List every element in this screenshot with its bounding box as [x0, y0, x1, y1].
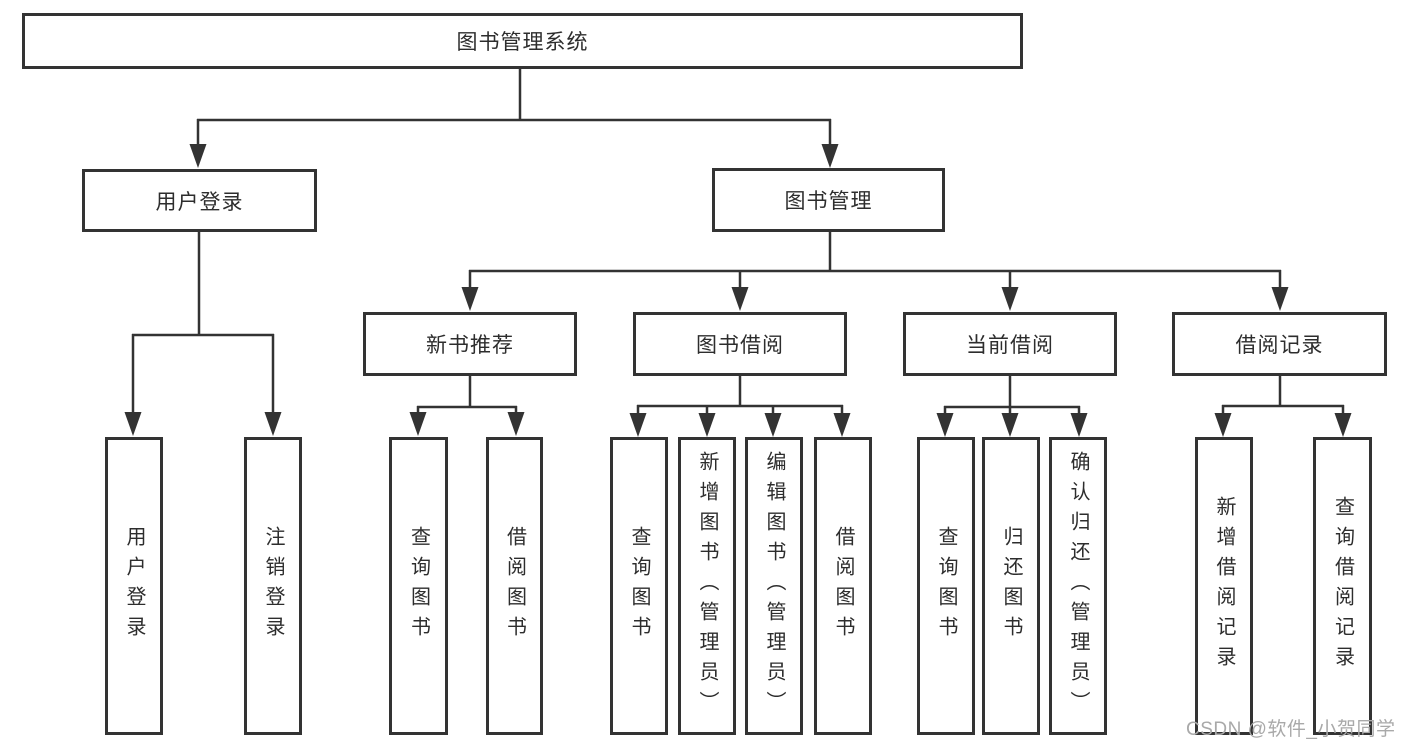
node-root: 图书管理系统	[22, 13, 1023, 69]
connector-root	[189, 67, 839, 168]
node-leaf-query-book-2: 查询图书	[610, 437, 668, 735]
connector-current-borrow	[936, 376, 1088, 437]
node-leaf-return-book-label: 归还图书	[1000, 526, 1022, 646]
node-current-borrow-label: 当前借阅	[966, 334, 1054, 357]
node-leaf-edit-book-admin: 编辑图书（管理员）	[745, 437, 803, 735]
node-leaf-user-login-label: 用户登录	[123, 526, 145, 646]
node-leaf-confirm-return-admin-label: 确认归还（管理员）	[1067, 451, 1089, 721]
node-leaf-borrow-book-1-label: 借阅图书	[503, 526, 526, 646]
connector-book-management	[461, 231, 1289, 311]
connector-borrow-records	[1214, 374, 1352, 437]
node-leaf-edit-book-admin-label: 编辑图书（管理员）	[763, 451, 785, 721]
node-leaf-query-book-3-label: 查询图书	[935, 526, 957, 646]
node-borrow-records: 借阅记录	[1172, 312, 1387, 376]
node-book-management: 图书管理	[712, 168, 945, 232]
csdn-watermark: CSDN @软件_小贺同学	[1186, 719, 1396, 740]
node-root-label: 图书管理系统	[456, 31, 589, 54]
node-borrow-records-label: 借阅记录	[1235, 334, 1324, 357]
node-leaf-borrow-book-2: 借阅图书	[814, 437, 872, 735]
node-leaf-add-book-admin: 新增图书（管理员）	[678, 437, 736, 735]
node-leaf-user-login: 用户登录	[105, 437, 163, 735]
node-leaf-query-borrow-record: 查询借阅记录	[1313, 437, 1372, 735]
connector-user-login	[124, 231, 282, 436]
node-leaf-logout-label: 注销登录	[262, 526, 284, 646]
connector-book-borrow	[629, 374, 851, 437]
node-leaf-return-book: 归还图书	[982, 437, 1040, 735]
node-leaf-borrow-book-1: 借阅图书	[486, 437, 543, 735]
node-new-book-recommend: 新书推荐	[363, 312, 577, 376]
node-leaf-query-book-1-label: 查询图书	[407, 526, 430, 646]
node-book-borrow: 图书借阅	[633, 312, 847, 376]
node-current-borrow: 当前借阅	[903, 312, 1117, 376]
node-book-management-label: 图书管理	[784, 190, 873, 213]
node-leaf-add-borrow-record-label: 新增借阅记录	[1213, 496, 1235, 676]
node-leaf-logout: 注销登录	[244, 437, 302, 735]
node-leaf-confirm-return-admin: 确认归还（管理员）	[1049, 437, 1107, 735]
node-user-login: 用户登录	[82, 169, 317, 232]
node-leaf-query-book-3: 查询图书	[917, 437, 975, 735]
node-leaf-query-book-1: 查询图书	[389, 437, 448, 735]
node-leaf-query-book-2-label: 查询图书	[628, 526, 650, 646]
node-leaf-add-borrow-record: 新增借阅记录	[1195, 437, 1253, 735]
node-book-borrow-label: 图书借阅	[696, 334, 784, 357]
connector-new-book-recommend	[409, 374, 525, 436]
node-new-book-recommend-label: 新书推荐	[426, 334, 514, 357]
node-user-login-label: 用户登录	[155, 190, 244, 214]
node-leaf-borrow-book-2-label: 借阅图书	[832, 526, 854, 646]
node-leaf-query-borrow-record-label: 查询借阅记录	[1331, 496, 1354, 676]
node-leaf-add-book-admin-label: 新增图书（管理员）	[696, 451, 718, 721]
